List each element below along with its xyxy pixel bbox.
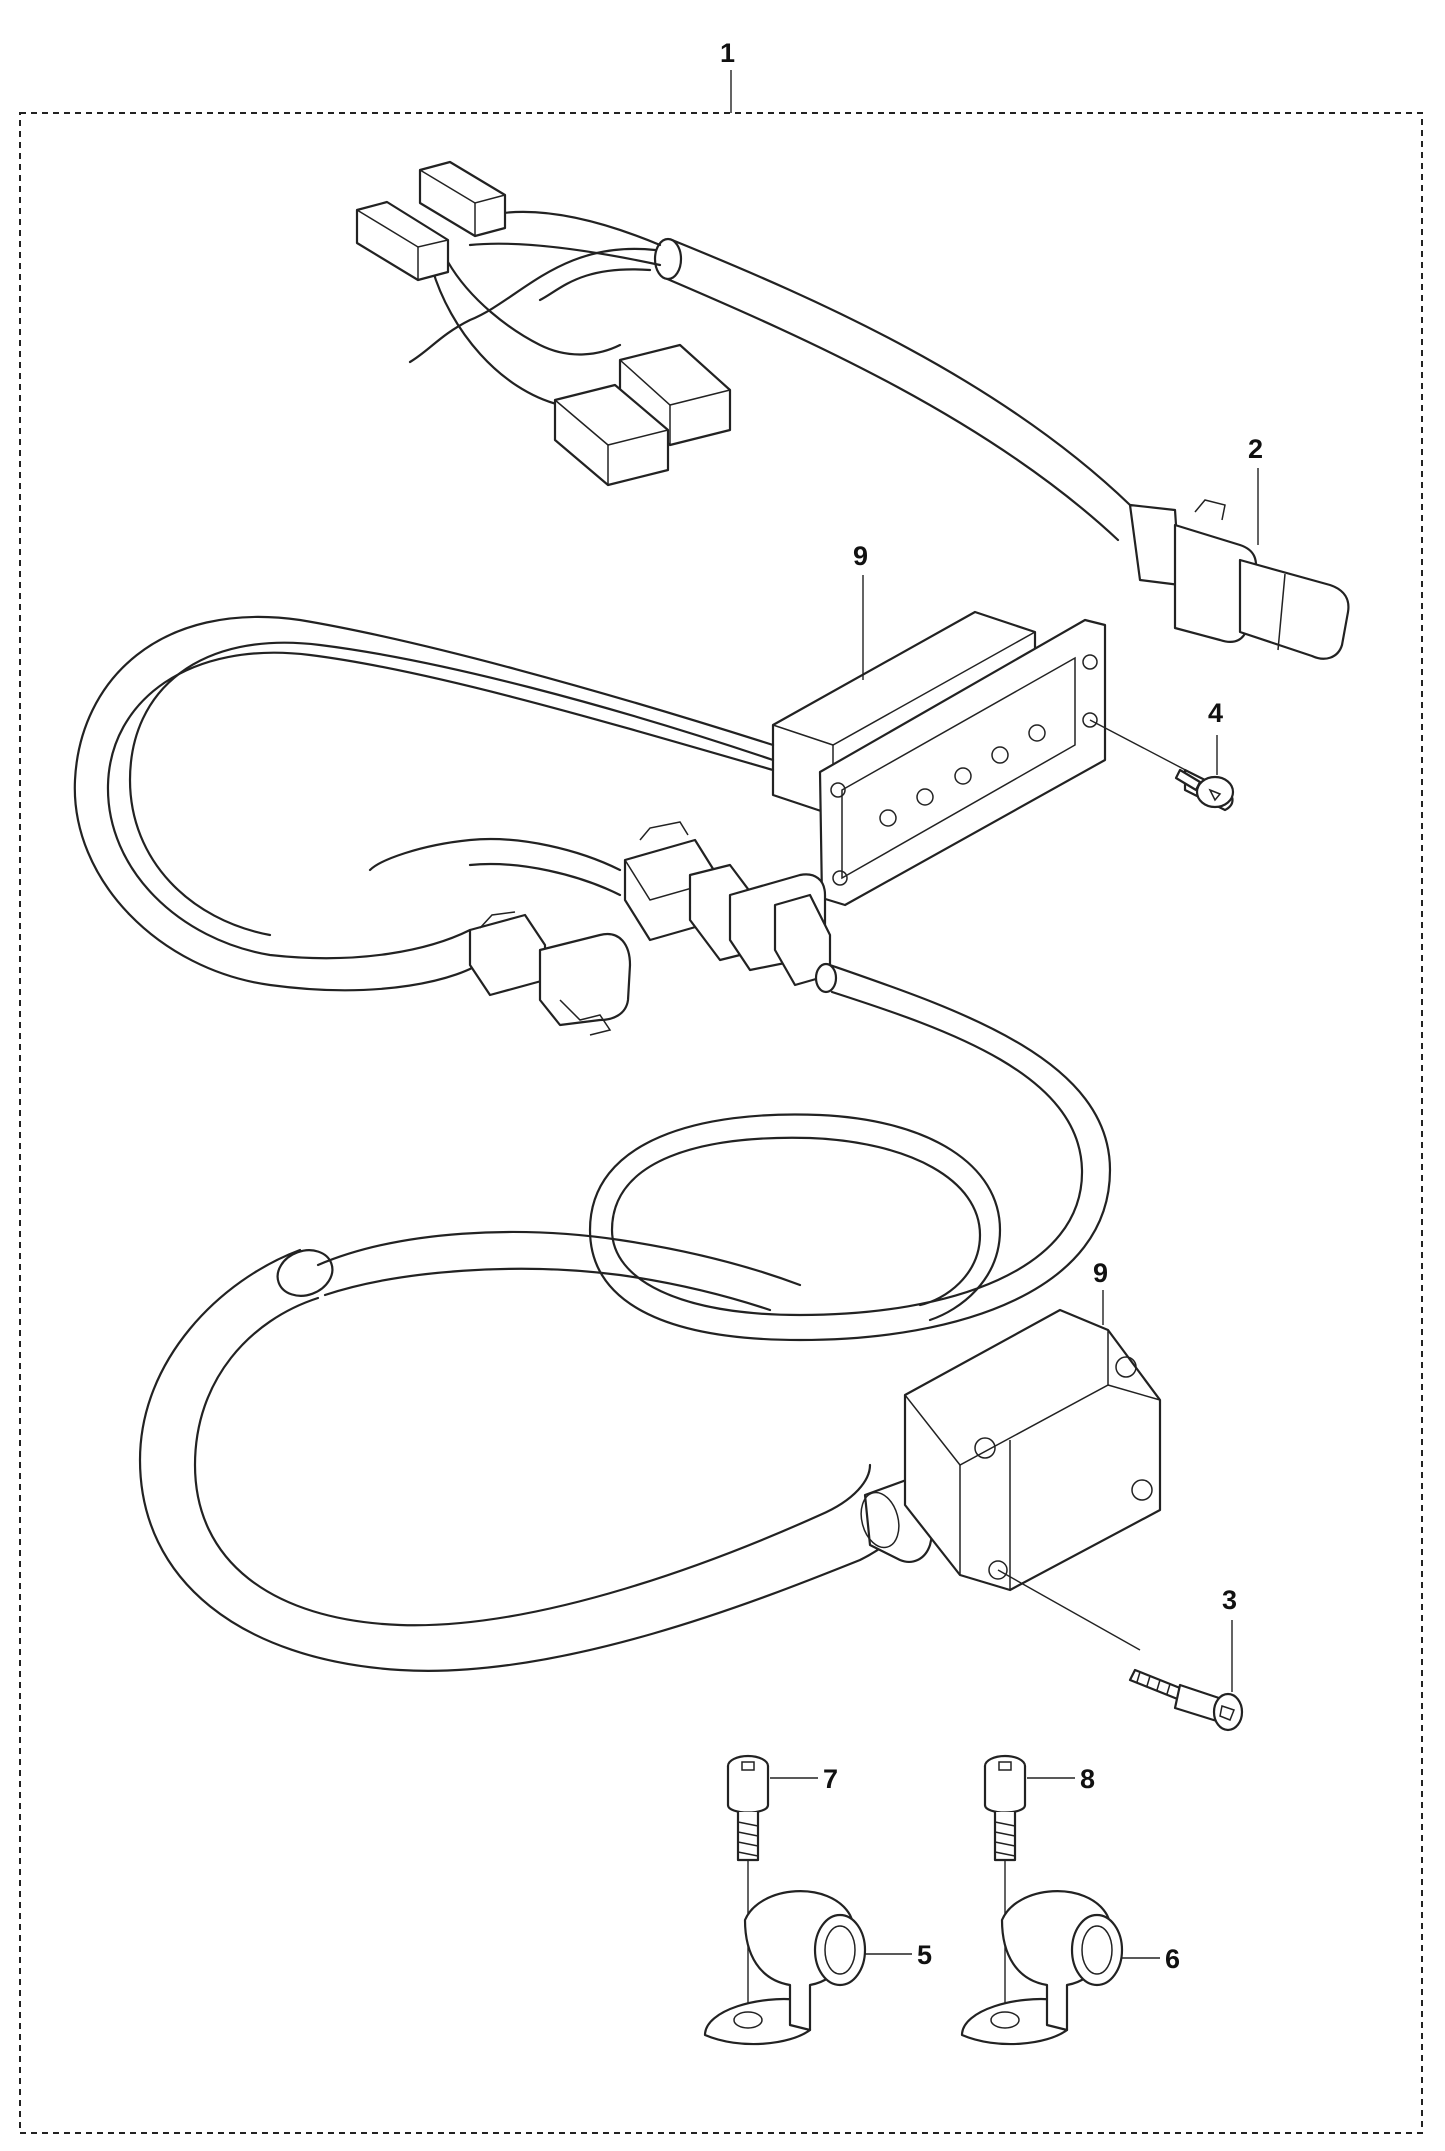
harness-connector-a	[418, 160, 507, 238]
harness-connector-d	[553, 383, 670, 487]
callout-3: 3	[1222, 1585, 1237, 1615]
callout-panel: 9	[853, 541, 868, 680]
callout-harness: 2	[1248, 434, 1263, 545]
sensor-block	[903, 1308, 1162, 1592]
loose-connector	[468, 911, 632, 1036]
inline-connector-pair	[623, 821, 838, 994]
clamp-right: 6	[960, 1890, 1180, 2046]
callout-4: 4	[1208, 698, 1223, 728]
callout-8: 8	[1080, 1764, 1095, 1794]
callout-7: 7	[823, 1764, 838, 1794]
bolt-left: 7	[726, 1754, 838, 2015]
kit-boundary: 1	[19, 38, 1423, 2134]
sensor-sleeve	[138, 1230, 943, 1672]
harness-plug	[1128, 499, 1350, 660]
callout-5: 5	[917, 1940, 932, 1970]
screw-long: 3	[997, 1569, 1244, 1732]
callout-6: 6	[1165, 1944, 1180, 1974]
panel-cable	[73, 615, 775, 992]
harness-connector-b	[355, 200, 450, 282]
screw-short: 4	[1089, 698, 1235, 812]
callout-sensor: 9	[1093, 1258, 1108, 1325]
callout-1: 1	[720, 38, 735, 68]
sensor-cable-loop	[588, 963, 1112, 1342]
indicator-panel	[771, 610, 1107, 907]
callout-9-sensor: 9	[1093, 1258, 1108, 1288]
callout-9-panel: 9	[853, 541, 868, 571]
bolt-right: 8	[983, 1754, 1095, 2015]
clamp-left: 5	[703, 1890, 932, 2046]
callout-2: 2	[1248, 434, 1263, 464]
wire-harness	[355, 160, 1350, 660]
